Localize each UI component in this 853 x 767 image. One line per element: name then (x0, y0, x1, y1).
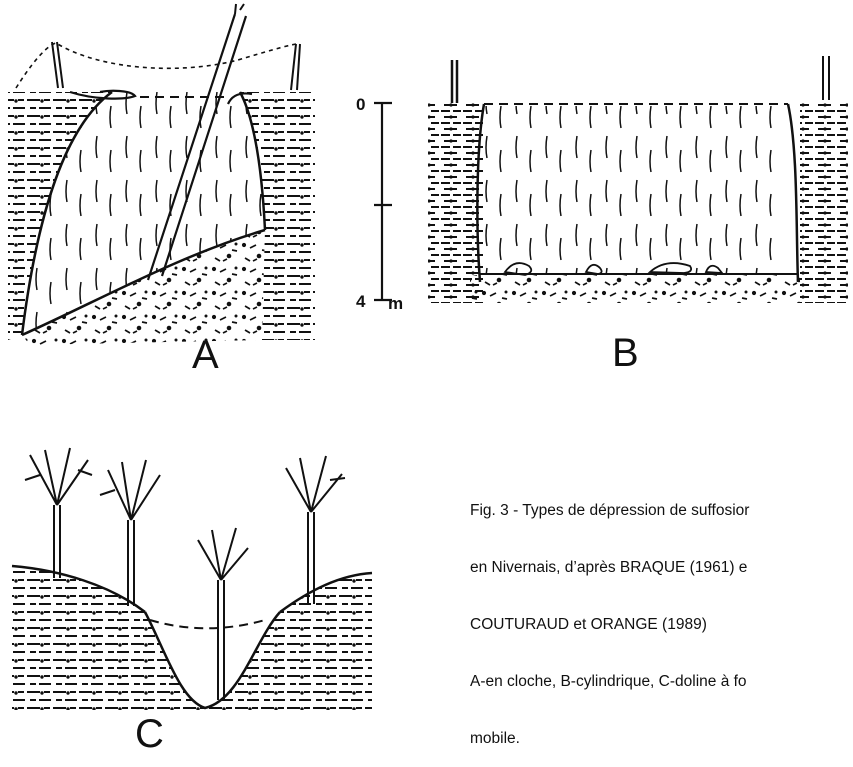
caption-line: COUTURAUD et ORANGE (1989) (470, 615, 853, 634)
scale-label-top: 0 (356, 95, 365, 114)
panel-label-a: A (192, 333, 219, 377)
caption-line: A-en cloche, B-cylindrique, C-doline à f… (470, 672, 853, 691)
scale-bar (374, 103, 392, 300)
panel-label-b: B (612, 331, 639, 375)
panel-b-drawing (428, 56, 848, 303)
caption-line: en Nivernais, d’après BRAQUE (1961) e (470, 558, 853, 577)
caption-line: mobile. (470, 729, 853, 748)
panel-a-drawing (8, 4, 315, 345)
panel-c-drawing (12, 448, 372, 710)
scale-unit: m (388, 294, 403, 313)
scale-label-bottom: 4 (356, 292, 366, 311)
figure-caption: Fig. 3 - Types de dépression de suffosio… (470, 463, 853, 767)
caption-line: Fig. 3 - Types de dépression de suffosio… (470, 501, 853, 520)
panel-label-c: C (135, 712, 164, 752)
